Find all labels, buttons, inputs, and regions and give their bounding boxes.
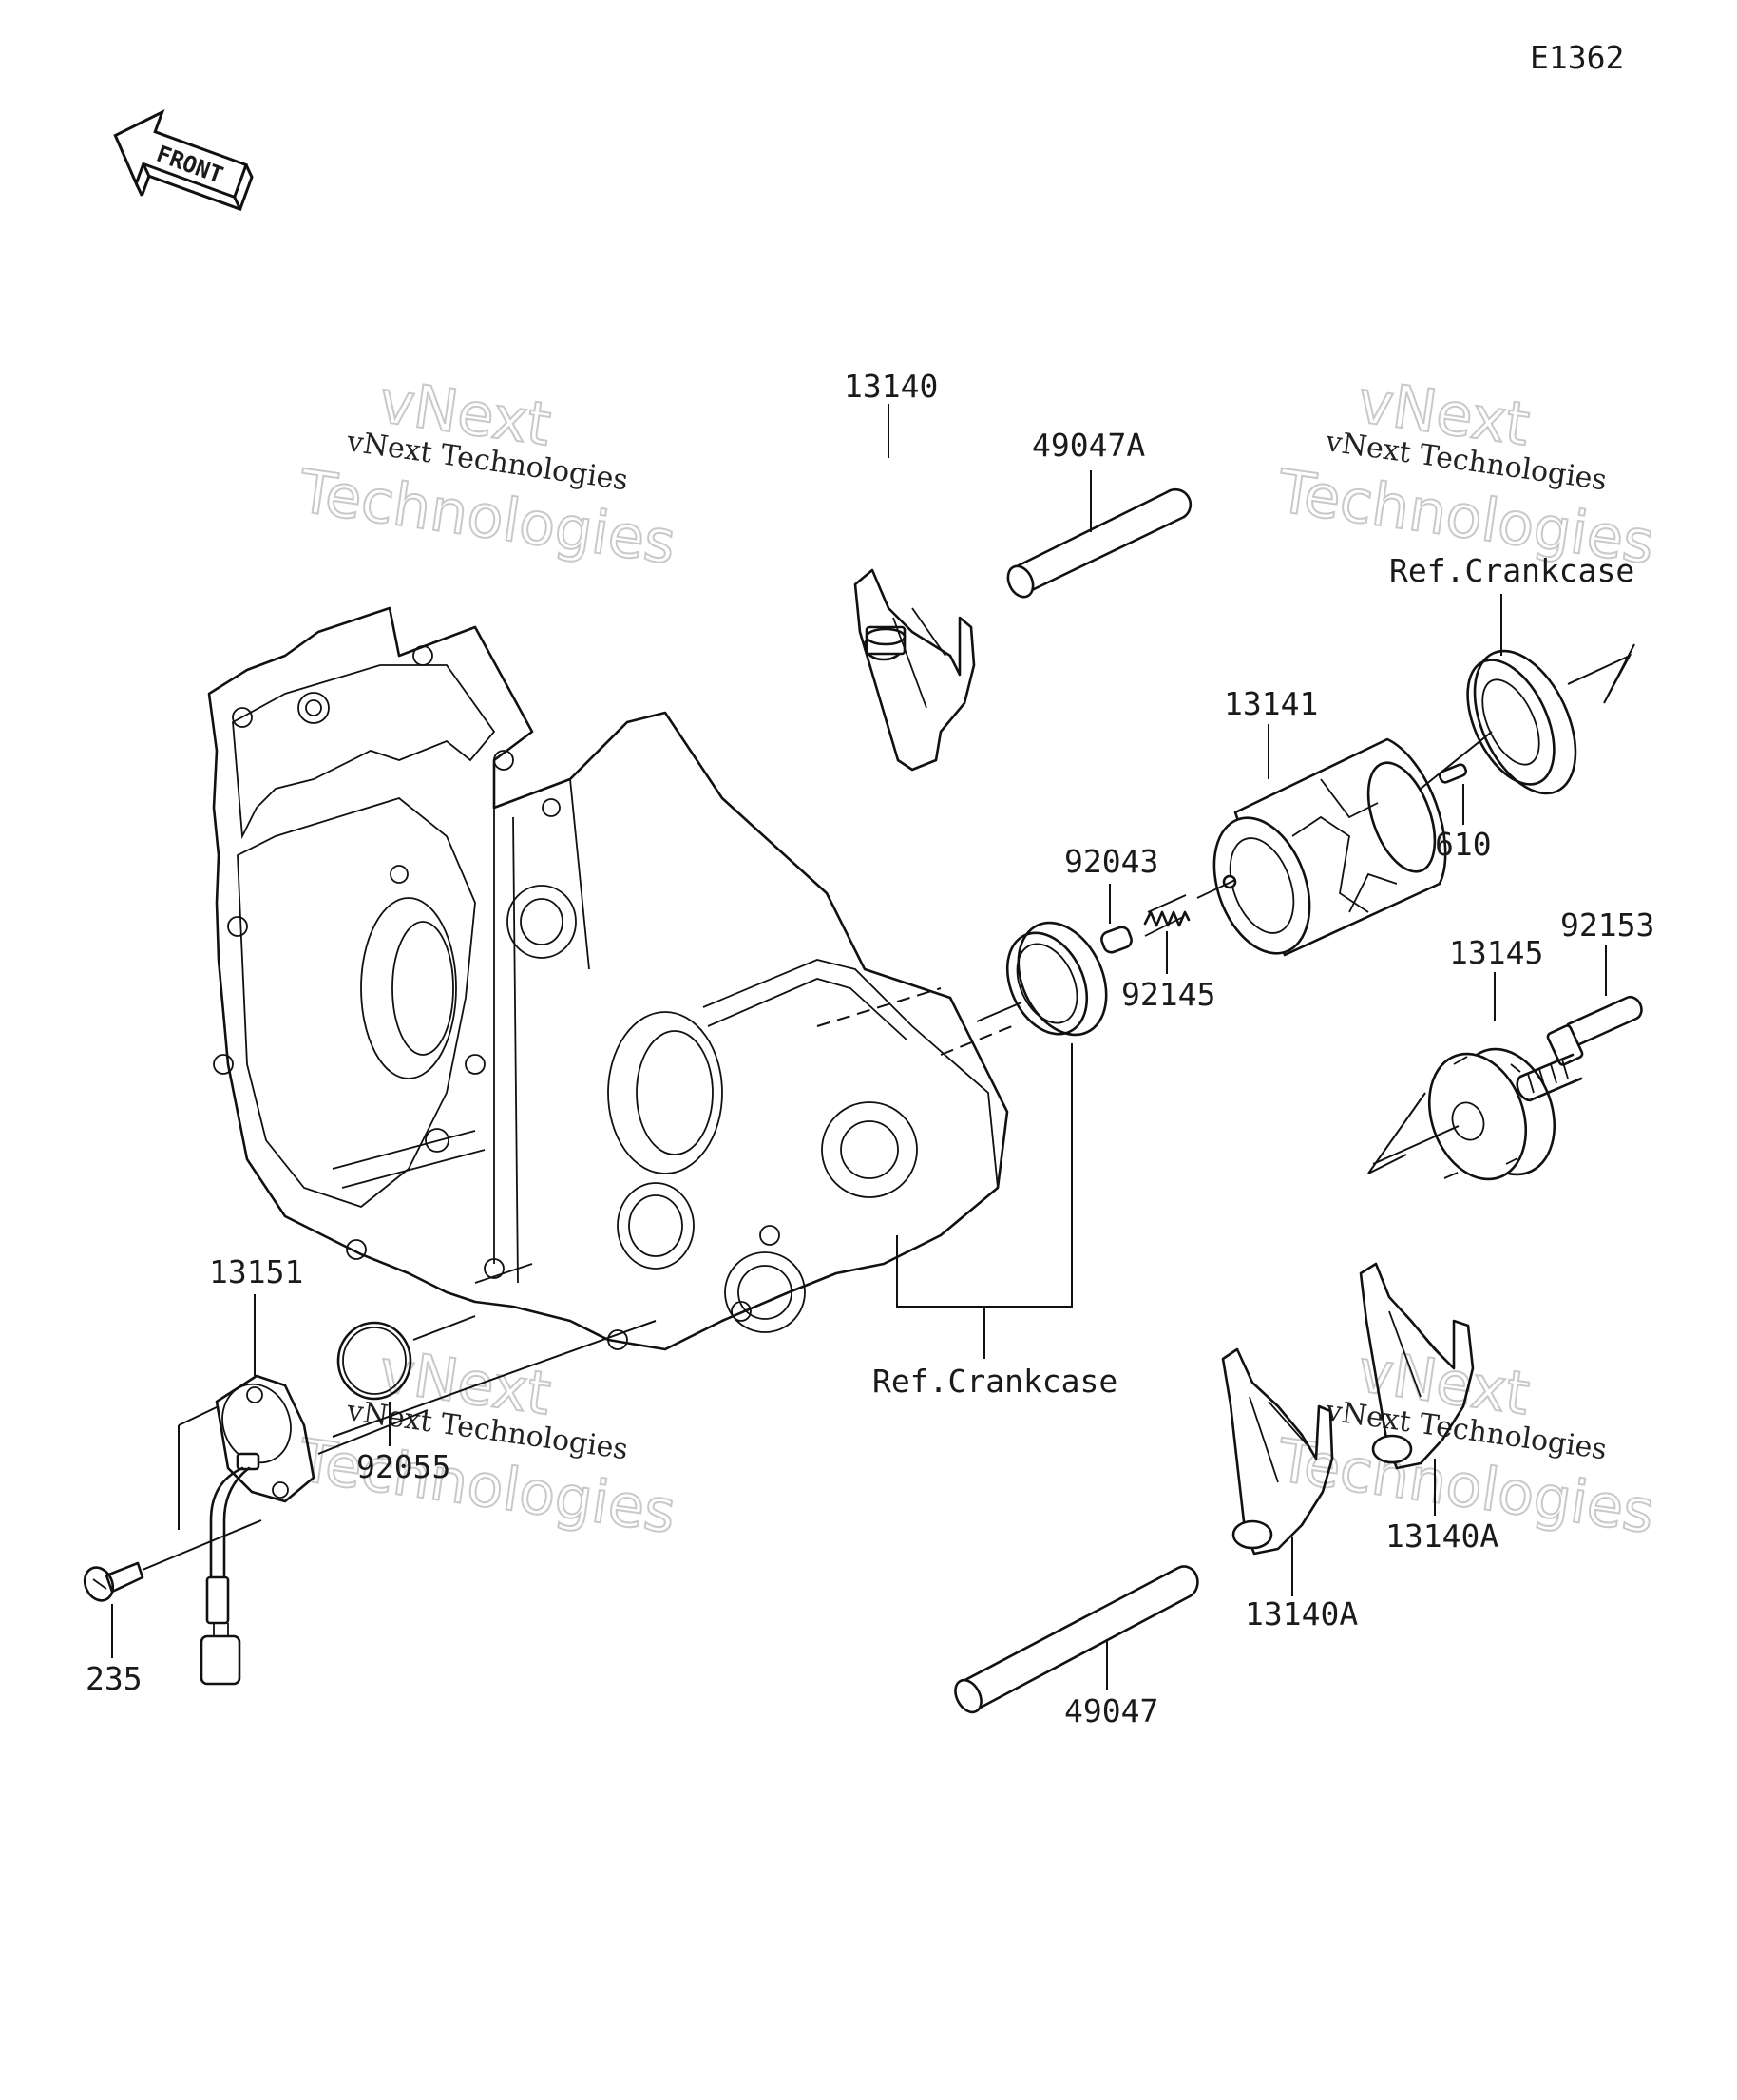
label-ref-crankcase-top: Ref.Crankcase [1389,552,1634,589]
watermark-2: vNext vNext Technologies Technologies [1272,366,1660,579]
bracket-ref-crankcase-bottom [896,1043,1073,1308]
label-610: 610 [1435,826,1492,863]
shaft-49047 [954,1565,1199,1714]
shift-fork-13140A-left [1221,1347,1334,1556]
label-92043: 92043 [1064,843,1158,880]
watermark-3: vNext vNext Technologies Technologies [294,1335,681,1548]
oring-92055 [332,1315,657,1438]
label-92055: 92055 [356,1448,450,1485]
shift-fork-13140 [853,568,976,772]
needle-bearing [976,921,1108,1037]
axis-arrow-top [1567,643,1635,704]
label-49047: 49047 [1064,1692,1158,1729]
gear-position-switch-13151 [178,1374,429,1686]
label-92153: 92153 [1560,907,1654,944]
bearing-top [1466,649,1577,795]
label-13141: 13141 [1224,685,1318,722]
crankcase-drawing [207,606,1013,1351]
front-arrow-icon: FRONT [113,108,254,212]
shift-drum-13141 [1196,731,1493,957]
shift-cam-13145 [1367,1047,1556,1181]
label-ref-crankcase-bottom: Ref.Crankcase [872,1363,1117,1400]
spring-92145 [1143,894,1191,937]
label-49047A: 49047A [1032,427,1145,464]
watermark-1: vNext vNext Technologies Technologies [294,366,681,579]
shaft-49047A [1006,487,1193,599]
shift-fork-13140A-right [1359,1262,1475,1470]
label-13145: 13145 [1449,934,1543,971]
label-235: 235 [86,1660,143,1697]
label-13140: 13140 [844,368,938,405]
pin-92043 [1100,926,1133,954]
label-13140A-left: 13140A [1245,1595,1358,1632]
label-13151: 13151 [209,1253,303,1290]
screw-235 [83,1519,262,1602]
label-13140A-right: 13140A [1385,1518,1498,1555]
bolt-92153 [1516,995,1643,1102]
label-92145: 92145 [1121,976,1215,1013]
diagram-code: E1362 [1530,39,1624,76]
